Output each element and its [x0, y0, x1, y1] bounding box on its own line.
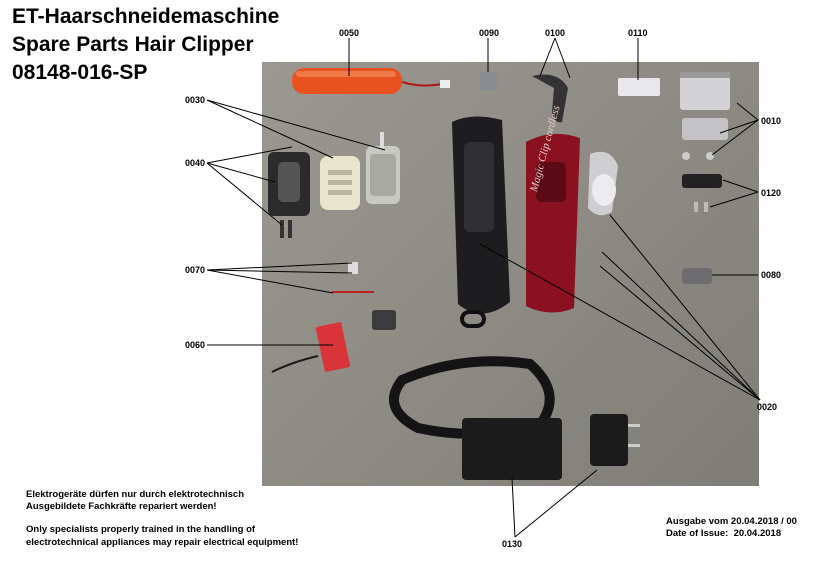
blade-set-part: [680, 72, 730, 160]
label-0080: 0080: [761, 270, 782, 280]
pcb-part: [271, 310, 396, 373]
red-housing-part: [526, 133, 580, 313]
issue-date-en: Date of Issue: 20.04.2018: [666, 528, 782, 539]
label-0050: 0050: [339, 28, 360, 38]
label-0070: 0070: [185, 265, 206, 275]
parts-photo: [262, 62, 759, 486]
blade-holder-part: [682, 174, 722, 212]
label-0110: 0110: [628, 28, 648, 38]
label-0130: 0130: [502, 539, 523, 549]
notice-de-line-1: Elektrogeräte dürfen nur durch elektrote…: [26, 489, 245, 500]
black-housing-part: [452, 116, 510, 328]
switch-cover-part: [268, 152, 310, 238]
motor-holder-part: [320, 156, 360, 210]
title-line-3: 08148-016-SP: [12, 61, 148, 84]
battery-part: [292, 68, 450, 94]
label-0010: 0010: [761, 116, 782, 126]
small-bracket-part: [480, 72, 498, 90]
parts-illustration: [268, 68, 730, 480]
notice-de-line-2: Ausgebildete Fachkräfte repariert werden…: [26, 501, 217, 512]
label-0030: 0030: [185, 95, 206, 105]
lever-part: [532, 74, 568, 123]
issue-date-de: Ausgabe vom 20.04.2018 / 00: [666, 516, 797, 527]
title-line-2: Spare Parts Hair Clipper: [12, 33, 254, 56]
title-line-1: ET-Haarschneidemaschine: [12, 5, 280, 28]
adjuster-part: [682, 268, 712, 284]
contact-part: [332, 262, 374, 293]
chrome-lever-part: [588, 151, 618, 216]
label-0120: 0120: [761, 188, 782, 198]
notice-en-line-1: Only specialists properly trained in the…: [26, 524, 256, 535]
label-0020: 0020: [757, 402, 778, 412]
motor-part: [366, 132, 400, 204]
label-0100: 0100: [545, 28, 566, 38]
label-0060: 0060: [185, 340, 206, 350]
power-supply-part: [389, 356, 640, 480]
label-0040: 0040: [185, 158, 206, 168]
label-0090: 0090: [479, 28, 500, 38]
notice-en-line-2: electrotechnical appliances may repair e…: [26, 537, 299, 548]
bracket-part: [618, 78, 660, 96]
